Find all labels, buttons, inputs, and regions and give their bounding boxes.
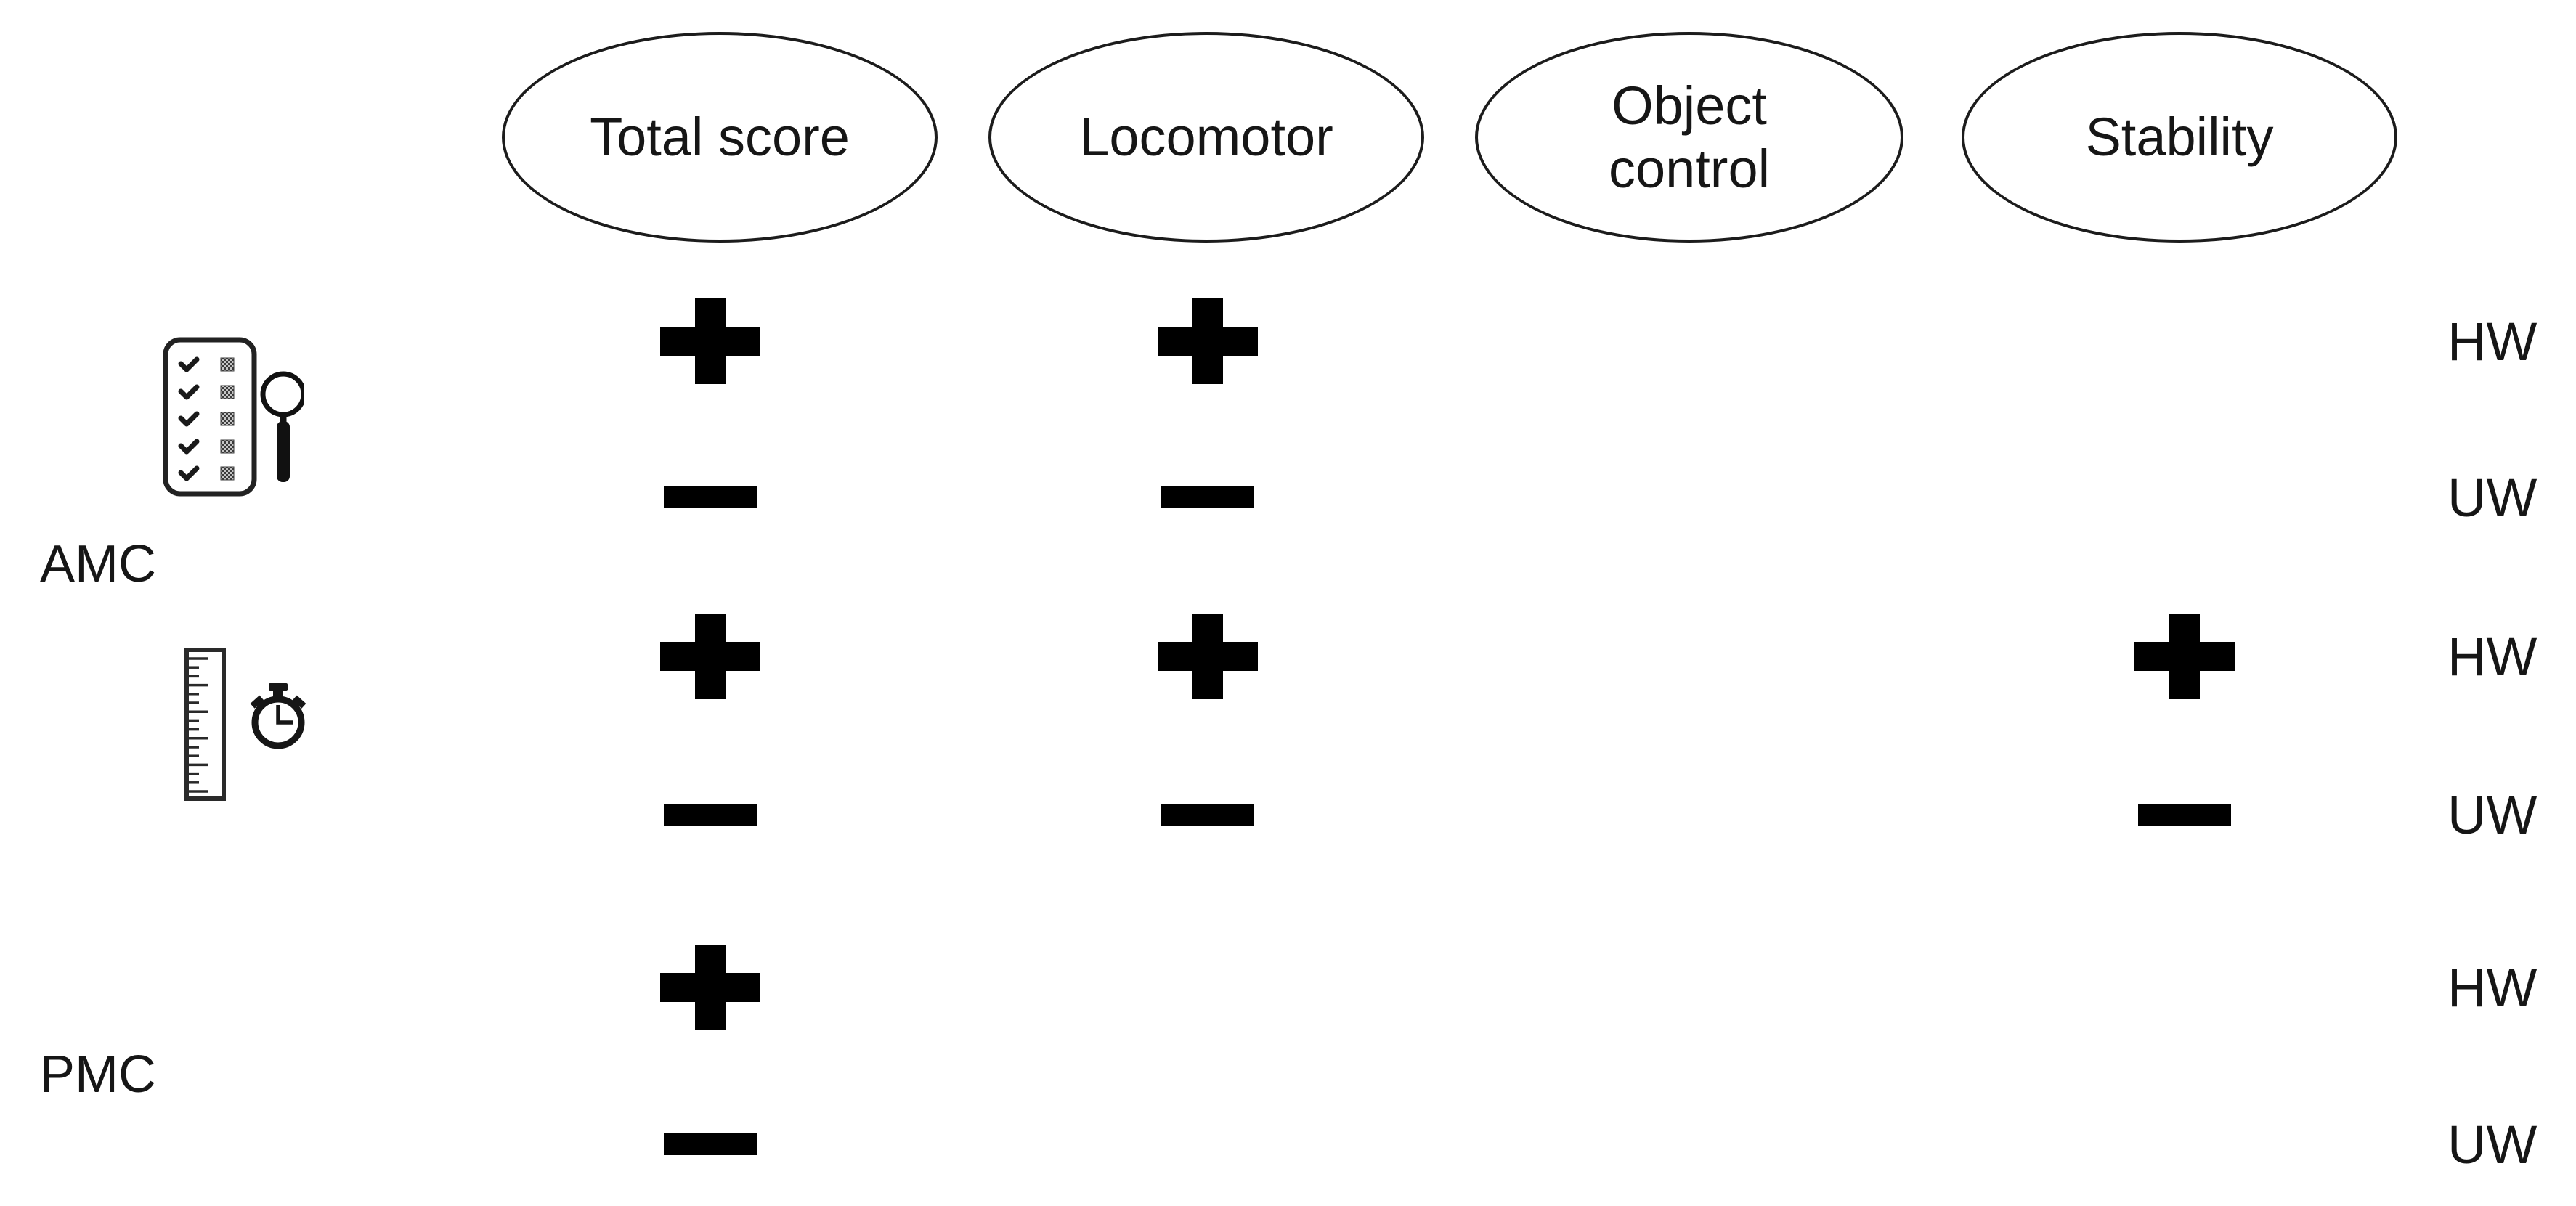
column-ellipse-total-score: Total score — [502, 32, 938, 243]
ruler-stopwatch-icon — [184, 648, 306, 801]
column-label-locomotor: Locomotor — [1079, 107, 1333, 168]
matrix-cell — [2134, 298, 2235, 385]
matrix-cell — [1642, 1101, 1744, 1188]
matrix-cell — [2134, 613, 2235, 700]
matrix-cell — [1157, 454, 1259, 541]
matrix-cell — [659, 1101, 761, 1188]
matrix-cell — [1642, 298, 1744, 385]
weight-label-row-3: UW — [2447, 784, 2538, 845]
matrix-cell — [1642, 454, 1744, 541]
checkmarks — [178, 356, 200, 481]
column-label-total-score: Total score — [590, 107, 850, 168]
column-label-stability: Stability — [2085, 107, 2274, 168]
ruler — [184, 648, 226, 801]
row-group-label-amc: AMC — [40, 535, 156, 593]
weight-label-row-5: UW — [2447, 1114, 2538, 1175]
matrix-cell — [659, 613, 761, 700]
matrix-cell — [2134, 771, 2235, 858]
column-ellipse-locomotor: Locomotor — [988, 32, 1424, 243]
matrix-cell — [659, 944, 761, 1031]
matrix-cell — [1157, 613, 1259, 700]
matrix-cell — [2134, 1101, 2235, 1188]
weight-label-row-1: UW — [2447, 467, 2538, 528]
weight-label-row-0: HW — [2447, 311, 2538, 372]
column-label-object-control: Object control — [1608, 75, 1771, 199]
matrix-cell — [2134, 944, 2235, 1031]
matrix-cell — [1642, 613, 1744, 700]
checklist-magnifier-icon — [163, 337, 304, 497]
magnifier-glass — [260, 371, 304, 482]
matrix-cell — [1157, 298, 1259, 385]
matrix-cell — [1642, 771, 1744, 858]
weight-label-row-4: HW — [2447, 957, 2538, 1018]
row-group-label-pmc: PMC — [40, 1046, 156, 1104]
checklist-item-boxes — [220, 357, 235, 481]
matrix-cell — [1157, 1101, 1259, 1188]
column-ellipse-object-control: Object control — [1475, 32, 1903, 243]
matrix-cell — [1642, 944, 1744, 1031]
matrix-cell — [2134, 454, 2235, 541]
matrix-cell — [1157, 944, 1259, 1031]
matrix-cell — [659, 454, 761, 541]
stopwatch — [250, 683, 306, 749]
matrix-cell — [659, 771, 761, 858]
matrix-cell — [659, 298, 761, 385]
column-ellipse-stability: Stability — [1962, 32, 2397, 243]
weight-label-row-2: HW — [2447, 626, 2538, 687]
matrix-cell — [1157, 771, 1259, 858]
